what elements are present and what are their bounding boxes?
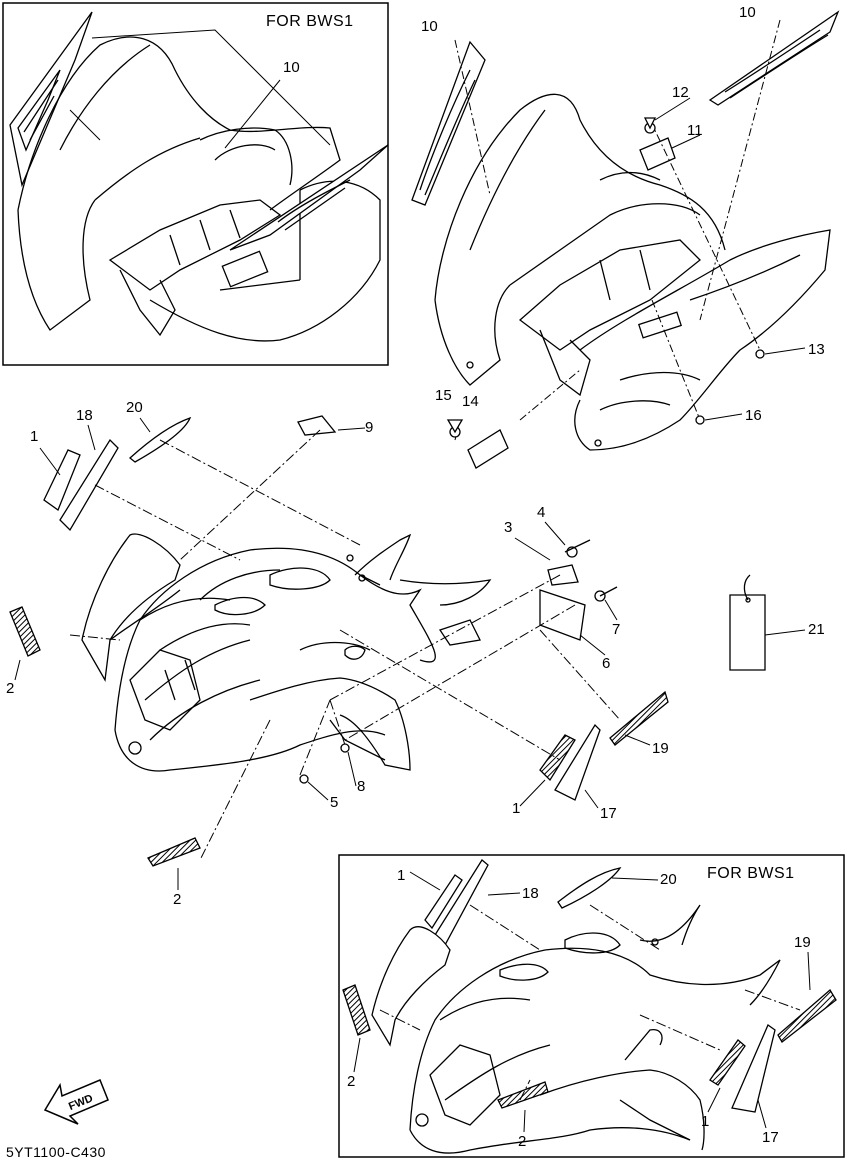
callout-13: 13	[808, 341, 825, 358]
inset-frame	[2, 2, 389, 366]
callout-10: 10	[283, 59, 300, 76]
reflector-2	[342, 984, 371, 1036]
reflector-2	[9, 606, 41, 657]
callout-18: 18	[76, 407, 93, 424]
callout-18: 18	[522, 885, 539, 902]
decal-1	[43, 449, 81, 512]
callout-7: 7	[612, 621, 620, 638]
callout-19: 19	[652, 740, 669, 757]
decal-6	[539, 589, 586, 641]
decal-10-inset-right	[229, 144, 389, 251]
callout-21: 21	[808, 621, 825, 638]
reflector-19	[609, 690, 669, 746]
leader-lines	[69, 429, 621, 861]
callout-2: 2	[173, 891, 181, 908]
decal-1	[709, 1039, 746, 1086]
callout-1: 1	[512, 800, 520, 817]
callout-5: 5	[330, 794, 338, 811]
inset-top-left	[2, 2, 389, 366]
callout-12: 12	[672, 84, 689, 101]
callout-11: 11	[687, 122, 703, 139]
callout-19: 19	[794, 934, 811, 951]
callout-20: 20	[126, 399, 143, 416]
drawing-code: 5YT1100-C430	[6, 1144, 106, 1160]
fasteners-main	[299, 539, 618, 784]
decal-20	[557, 867, 622, 909]
callout-1: 1	[397, 867, 405, 884]
callout-2: 2	[6, 680, 14, 697]
decal-1	[424, 874, 463, 930]
decal-10-left	[9, 11, 93, 188]
callout-8: 8	[357, 778, 365, 795]
callout-3: 3	[504, 519, 512, 536]
rear-fender-assembly	[411, 10, 840, 469]
callout-1: 1	[30, 428, 38, 445]
fwd-arrow-icon: FWD	[43, 1079, 109, 1125]
reflector-19	[777, 989, 837, 1043]
decal-10-front-left	[411, 40, 486, 206]
callout-2: 2	[518, 1133, 526, 1150]
fasteners-top-right	[446, 117, 765, 438]
inset-top-title: FOR BWS1	[266, 13, 354, 30]
front-cover-main	[9, 415, 766, 867]
inset-bottom-right	[338, 854, 845, 1158]
decal-17	[731, 1024, 776, 1113]
reflector-2	[147, 837, 201, 867]
inset-bottom-title: FOR BWS1	[707, 865, 795, 882]
callout-9: 9	[365, 419, 373, 436]
callout-4: 4	[537, 504, 545, 521]
callout-15: 15	[435, 387, 452, 404]
callout-16: 16	[745, 407, 762, 424]
inset-frame	[338, 854, 845, 1158]
callout-10: 10	[739, 4, 756, 21]
caution-label-21	[729, 594, 766, 671]
callout-10: 10	[421, 18, 438, 35]
callout-2: 2	[347, 1073, 355, 1090]
callout-20: 20	[660, 871, 677, 888]
callout-17: 17	[762, 1129, 779, 1146]
callout-14: 14	[462, 393, 479, 410]
decal-9	[297, 415, 337, 436]
decal-18	[59, 438, 119, 532]
decal-17	[554, 723, 601, 801]
callout-1: 1	[701, 1113, 709, 1130]
callout-17: 17	[600, 805, 617, 822]
callout-6: 6	[602, 655, 610, 672]
decal-10-front-right	[708, 10, 840, 106]
front-fender-inset	[17, 36, 341, 331]
decal-1	[539, 734, 576, 782]
